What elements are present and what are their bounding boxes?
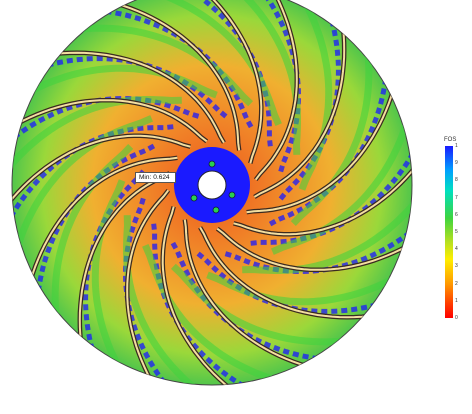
high-fos-streak bbox=[35, 143, 156, 294]
blade bbox=[78, 172, 171, 343]
legend-tick-label: 6 bbox=[455, 211, 458, 218]
mid-fos-streak bbox=[170, 263, 346, 346]
blade-curves bbox=[12, 0, 412, 385]
legend-title: FOS bbox=[444, 137, 457, 143]
mid-fos-streak bbox=[242, 198, 412, 274]
high-fos-streak bbox=[170, 241, 321, 362]
blade bbox=[246, 89, 395, 214]
high-fos-streak bbox=[103, 8, 254, 129]
blade bbox=[161, 206, 232, 385]
min-fos-annotation: Min:0.624 bbox=[135, 172, 176, 183]
high-fos-streak bbox=[44, 56, 228, 119]
high-fos-streak bbox=[122, 197, 168, 385]
blade bbox=[216, 227, 409, 271]
blade bbox=[15, 99, 208, 143]
high-fos-streak bbox=[12, 95, 200, 141]
mid-fos-streak bbox=[206, 271, 397, 306]
hub-bolt-hole bbox=[190, 194, 198, 202]
high-fos-streak bbox=[196, 251, 380, 314]
mid-fos-streak bbox=[27, 64, 218, 99]
blade bbox=[29, 156, 178, 281]
mid-fos-streak bbox=[298, 0, 333, 191]
blade bbox=[116, 2, 241, 151]
legend-color-bar bbox=[445, 146, 453, 318]
blade bbox=[233, 165, 412, 236]
legend-tick-label: 8 bbox=[455, 177, 458, 184]
high-fos-streak bbox=[151, 223, 247, 385]
high-fos-streak bbox=[12, 124, 174, 220]
hub-bolt-hole bbox=[212, 206, 220, 214]
blade bbox=[199, 226, 370, 319]
mid-fos-streak bbox=[13, 115, 154, 250]
mid-fos-streak bbox=[290, 51, 373, 227]
high-fos-streak bbox=[224, 229, 412, 275]
mid-fos-streak bbox=[12, 96, 182, 172]
blade bbox=[183, 219, 308, 368]
high-fos-streak bbox=[83, 169, 146, 353]
legend-tick-label: 5 bbox=[455, 229, 458, 235]
mid-fos-streak bbox=[78, 24, 254, 107]
mid-fos-streak bbox=[123, 215, 199, 385]
blade bbox=[54, 51, 225, 144]
min-label: Min: bbox=[139, 174, 152, 181]
mid-fos-streak bbox=[225, 0, 301, 155]
mid-fos-streak bbox=[51, 143, 134, 319]
blade bbox=[126, 189, 170, 382]
hub-bore bbox=[197, 170, 227, 200]
mid-fos-streak bbox=[142, 243, 277, 384]
legend-tick-label: 0 bbox=[455, 315, 458, 321]
mid-fos-streak bbox=[270, 120, 411, 255]
blade bbox=[253, 27, 346, 198]
legend-tick-label: 1 bbox=[455, 143, 458, 149]
legend-tick-label: 4 bbox=[455, 246, 458, 253]
legend-tick-label: 3 bbox=[455, 263, 458, 270]
high-fos-streak bbox=[256, 0, 302, 173]
mid-fos-streak bbox=[91, 179, 126, 370]
high-fos-streak bbox=[268, 76, 389, 227]
high-fos-streak bbox=[278, 17, 341, 201]
min-value: 0.624 bbox=[153, 174, 170, 181]
high-fos-streak bbox=[177, 0, 273, 147]
blade bbox=[254, 0, 298, 181]
contour-streaks bbox=[12, 0, 412, 385]
legend-tick-label: 2 bbox=[455, 280, 458, 287]
mid-fos-streak bbox=[147, 0, 282, 127]
high-fos-streak bbox=[250, 150, 412, 246]
blade bbox=[12, 134, 191, 205]
hub-bolt-hole bbox=[208, 160, 216, 168]
legend-tick-label: 9 bbox=[455, 160, 458, 167]
hub-bolt-hole bbox=[228, 191, 236, 199]
blade bbox=[192, 0, 263, 164]
legend-tick-label: 7 bbox=[455, 194, 458, 201]
legend-tick-label: 1 bbox=[455, 297, 458, 304]
